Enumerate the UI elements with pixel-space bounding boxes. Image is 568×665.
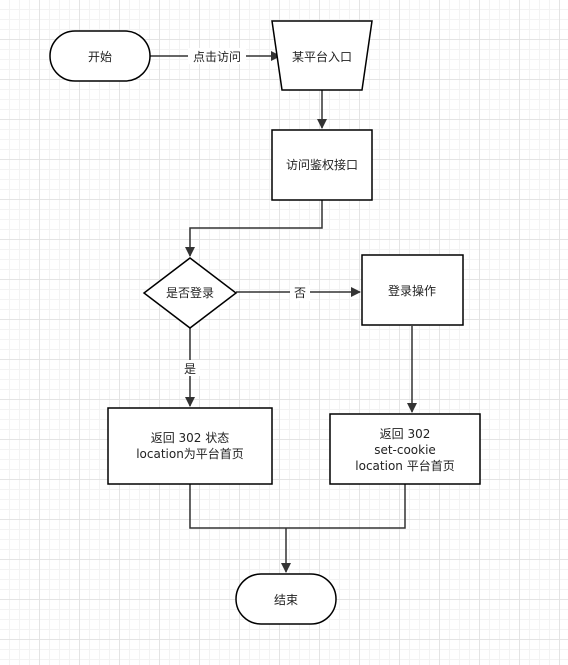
end-terminal [235,573,337,625]
start-terminal [49,30,151,82]
return-b-line-2: set-cookie [374,443,436,457]
edge-return-b-to-join [286,484,406,529]
auth-process-box [271,129,373,201]
end-label: 结束 [274,593,298,607]
return-b-process-box [329,413,481,485]
edge-label-no: 否 [294,286,306,300]
entry-manual-input [271,20,373,91]
node-entry: 某平台入口 [271,20,373,91]
return-b-line-3: location 平台首页 [355,458,454,473]
auth-label: 访问鉴权接口 [286,157,358,172]
entry-label: 某平台入口 [292,49,352,64]
edge-label-yes: 是 [184,362,196,376]
node-return-b: 返回 302 set-cookie location 平台首页 [329,413,481,485]
node-return-a: 返回 302 状态 location为平台首页 [107,407,273,485]
node-login: 登录操作 [361,254,464,326]
edge-label-click-visit: 点击访问 [193,50,241,64]
edge-auth-to-decision [185,200,323,257]
node-end: 结束 [235,573,337,625]
node-decision: 是否登录 [142,257,238,329]
login-label: 登录操作 [388,283,436,298]
edge-return-a-to-join [189,484,286,529]
node-auth: 访问鉴权接口 [271,129,373,201]
start-label: 开始 [88,50,112,64]
decision-diamond [142,257,238,329]
return-a-process-box [107,407,273,485]
login-process-box [361,254,464,326]
return-b-line-1: 返回 302 [380,427,431,441]
return-a-line-2: location为平台首页 [136,446,244,461]
edge-labels: 点击访问 否 是 [180,48,310,376]
node-start: 开始 [49,30,151,82]
return-a-line-1: 返回 302 状态 [151,431,230,445]
decision-label: 是否登录 [166,285,214,300]
